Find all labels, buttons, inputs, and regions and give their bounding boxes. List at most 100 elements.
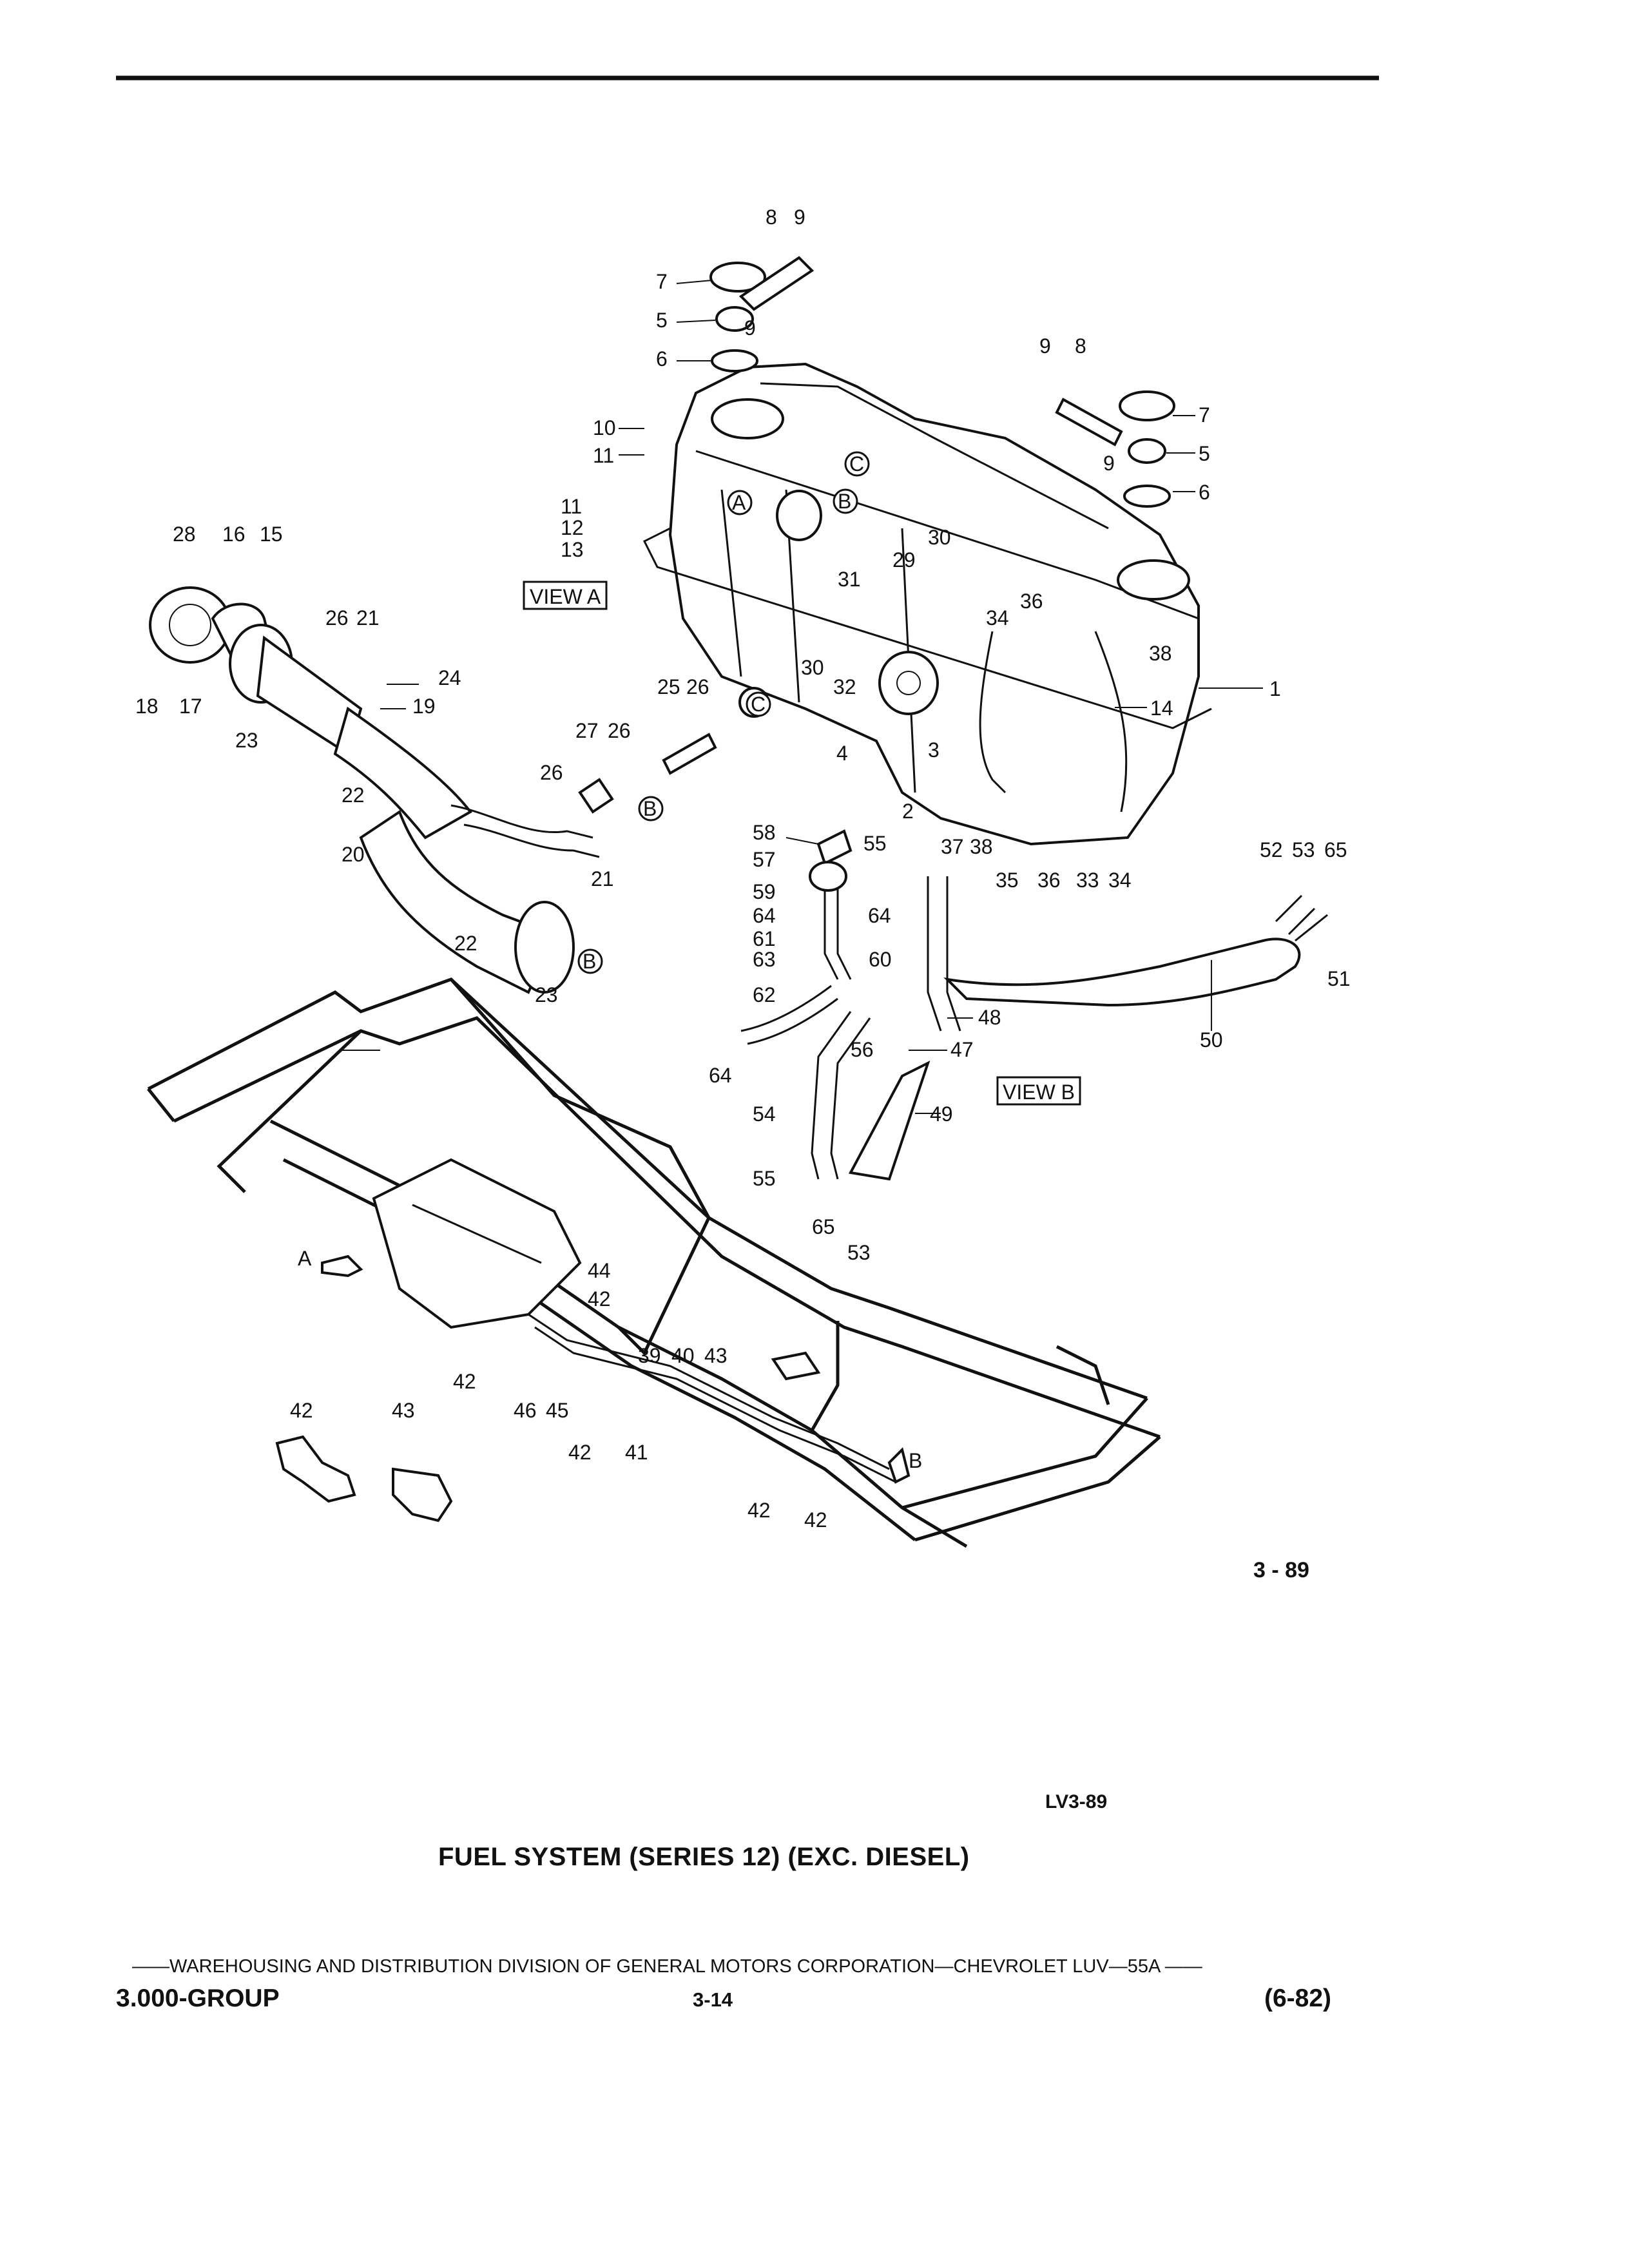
footer-date: (6-82) — [1264, 1984, 1332, 2012]
footer-division-line: ——WAREHOUSING AND DISTRIBUTION DIVISION … — [132, 1956, 1202, 1977]
callout-64b: 64 — [868, 904, 891, 927]
callout-22b: 22 — [454, 932, 477, 955]
view-b-box — [996, 1076, 1081, 1106]
callout-13: 13 — [561, 538, 584, 561]
callout-16: 16 — [222, 523, 246, 546]
svg-text:A: A — [732, 491, 746, 514]
callout-30b: 30 — [801, 656, 824, 679]
callout-6b: 6 — [1199, 481, 1210, 504]
callout-63: 63 — [753, 948, 776, 971]
callout-7: 7 — [656, 270, 668, 293]
view-a-label: VIEW A — [530, 585, 601, 608]
callout-47: 47 — [950, 1038, 974, 1061]
callout-2: 2 — [902, 800, 914, 823]
callout-9d: 9 — [1103, 452, 1115, 475]
callout-11: 11 — [593, 444, 614, 467]
callout-65b: 65 — [812, 1215, 835, 1238]
callout-39: 39 — [638, 1344, 661, 1367]
circled-ref-c: C — [844, 451, 870, 477]
callout-25: 25 — [657, 675, 680, 698]
callout-42c: 42 — [568, 1441, 592, 1464]
callout-43: 43 — [704, 1344, 728, 1367]
callout-55b: 55 — [753, 1167, 776, 1190]
callout-15: 15 — [260, 523, 283, 546]
callout-8b: 8 — [1075, 334, 1086, 358]
footer-page-number: 3-14 — [693, 1988, 733, 2011]
callout-48: 48 — [978, 1006, 1001, 1029]
callout-58: 58 — [753, 821, 776, 844]
callout-46: 46 — [514, 1399, 537, 1422]
figure-code: 3 - 89 — [1253, 1558, 1309, 1582]
callout-9: 9 — [794, 206, 805, 229]
callout-33: 33 — [1076, 869, 1099, 892]
circled-ref-a: A — [727, 490, 753, 515]
callout-26b: 26 — [686, 675, 709, 698]
circled-ref-b: B — [833, 488, 858, 514]
svg-text:B: B — [643, 797, 657, 820]
frame-view-markers — [321, 1254, 911, 1484]
callout-55: 55 — [863, 832, 887, 855]
callout-27: 27 — [575, 719, 599, 742]
callout-61: 61 — [753, 927, 776, 950]
circled-ref-b-2: B — [638, 796, 664, 822]
circled-ref-b-3: B — [577, 948, 603, 974]
drawing-code: LV3-89 — [1045, 1791, 1108, 1812]
callout-41: 41 — [625, 1441, 648, 1464]
callout-5b: 5 — [1199, 442, 1210, 465]
callout-37: 37 — [941, 835, 964, 858]
callout-11b: 11 — [561, 495, 582, 518]
callout-65: 65 — [1324, 838, 1347, 861]
callout-26d: 26 — [540, 761, 563, 784]
callout-23b: 23 — [535, 983, 558, 1006]
callout-44: 44 — [588, 1259, 611, 1282]
callout-28: 28 — [173, 523, 196, 546]
callout-42d: 42 — [747, 1499, 771, 1522]
callout-59: 59 — [753, 880, 776, 903]
view-a-marker: A — [298, 1247, 312, 1270]
callout-17: 17 — [179, 695, 202, 718]
svg-text:C: C — [751, 693, 766, 716]
callout-35: 35 — [996, 869, 1019, 892]
callout-53: 53 — [1292, 838, 1315, 861]
callout-3: 3 — [928, 738, 940, 762]
callout-21: 21 — [356, 606, 380, 629]
callout-60: 60 — [869, 948, 892, 971]
callout-38b: 38 — [1149, 642, 1172, 665]
figure-caption: FUEL SYSTEM (SERIES 12) (EXC. DIESEL) — [438, 1843, 970, 1871]
vehicle-frame — [147, 977, 1161, 1548]
callout-42f: 42 — [290, 1399, 313, 1422]
callout-29: 29 — [892, 548, 916, 572]
callout-10: 10 — [593, 416, 616, 439]
view-b-label: VIEW B — [1003, 1081, 1075, 1104]
callout-14: 14 — [1150, 697, 1173, 720]
callout-62: 62 — [753, 983, 776, 1006]
callout-7b: 7 — [1199, 403, 1210, 427]
callout-32: 32 — [833, 675, 856, 698]
callout-42b: 42 — [453, 1370, 476, 1393]
callout-34b: 34 — [1108, 869, 1132, 892]
vent-hoses — [578, 687, 769, 814]
view-b-marker: B — [909, 1449, 922, 1472]
fuel-tank — [642, 362, 1212, 846]
callout-22: 22 — [342, 783, 365, 807]
svg-text:B: B — [838, 490, 851, 513]
footer-dash-right: —— — [1159, 1956, 1202, 1977]
callout-64c: 64 — [709, 1064, 732, 1087]
callout-54: 54 — [753, 1102, 776, 1126]
callout-12: 12 — [561, 516, 584, 539]
callout-49: 49 — [930, 1102, 953, 1126]
callout-23: 23 — [235, 729, 258, 752]
callout-24: 24 — [438, 666, 461, 689]
callout-1: 1 — [1269, 677, 1281, 700]
circled-ref-c-2: C — [746, 691, 771, 717]
footer-group: 3.000-GROUP — [116, 1984, 280, 2012]
callout-45: 45 — [546, 1399, 569, 1422]
footer-division-text: WAREHOUSING AND DISTRIBUTION DIVISION OF… — [169, 1956, 1160, 1977]
callout-40: 40 — [671, 1344, 695, 1367]
callout-56: 56 — [851, 1038, 874, 1061]
callout-8: 8 — [766, 206, 777, 229]
callout-26c: 26 — [608, 719, 631, 742]
callout-5: 5 — [656, 309, 668, 332]
callout-20: 20 — [342, 843, 365, 866]
